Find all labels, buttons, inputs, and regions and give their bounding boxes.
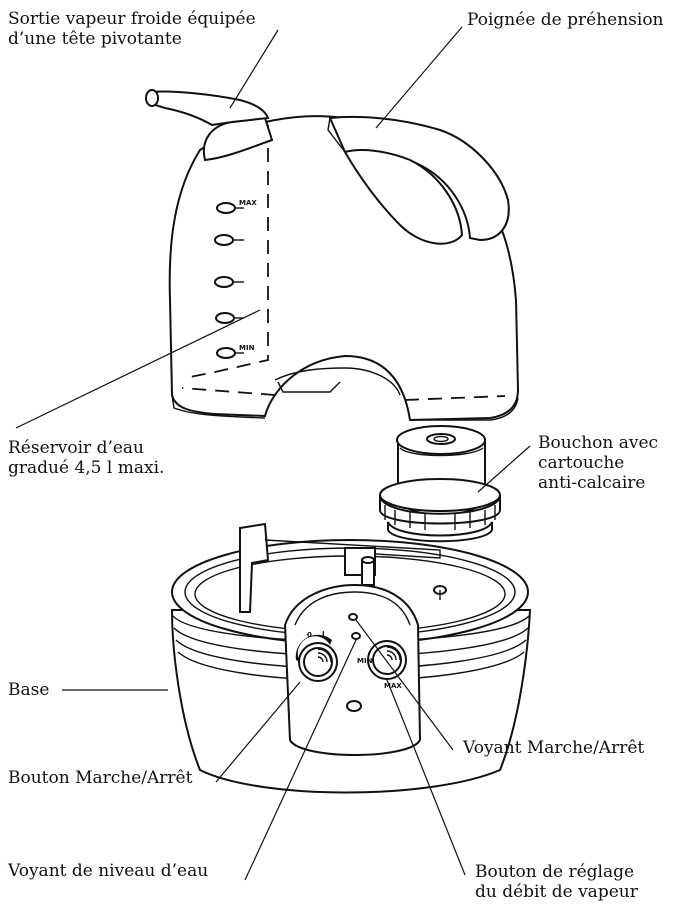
water-level-indicator-light — [351, 632, 361, 640]
svg-text:I: I — [322, 630, 325, 638]
max-marking: MAX — [239, 199, 257, 207]
leader-lines — [15, 26, 531, 881]
label-steam-flow-knob: Bouton de réglage du débit de vapeur — [475, 862, 638, 902]
humidifier-base: 0 I MIN MAX — [170, 522, 532, 794]
water-tank: MAX MIN — [145, 89, 520, 422]
svg-text:MIN: MIN — [357, 657, 373, 665]
label-base: Base — [8, 680, 50, 700]
min-marking: MIN — [239, 344, 255, 352]
svg-text:MAX: MAX — [384, 682, 402, 690]
label-onoff-button: Bouton Marche/Arrêt — [8, 768, 193, 788]
label-onoff-light: Voyant Marche/Arrêt — [463, 738, 645, 758]
label-handle: Poignée de préhension — [467, 10, 664, 30]
label-steam-outlet: Sortie vapeur froide équipée d’une tête … — [8, 9, 256, 49]
anti-scale-cap — [379, 425, 501, 543]
onoff-knob: 0 I — [295, 630, 338, 682]
svg-text:0: 0 — [307, 631, 312, 639]
label-water-tank: Réservoir d’eau gradué 4,5 l maxi. — [8, 438, 165, 478]
onoff-indicator-light — [348, 613, 358, 621]
label-anti-scale-cap: Bouchon avec cartouche anti-calcaire — [538, 433, 659, 493]
graduation-marks: MAX MIN — [214, 199, 257, 359]
label-water-level-light: Voyant de niveau d’eau — [8, 861, 209, 881]
